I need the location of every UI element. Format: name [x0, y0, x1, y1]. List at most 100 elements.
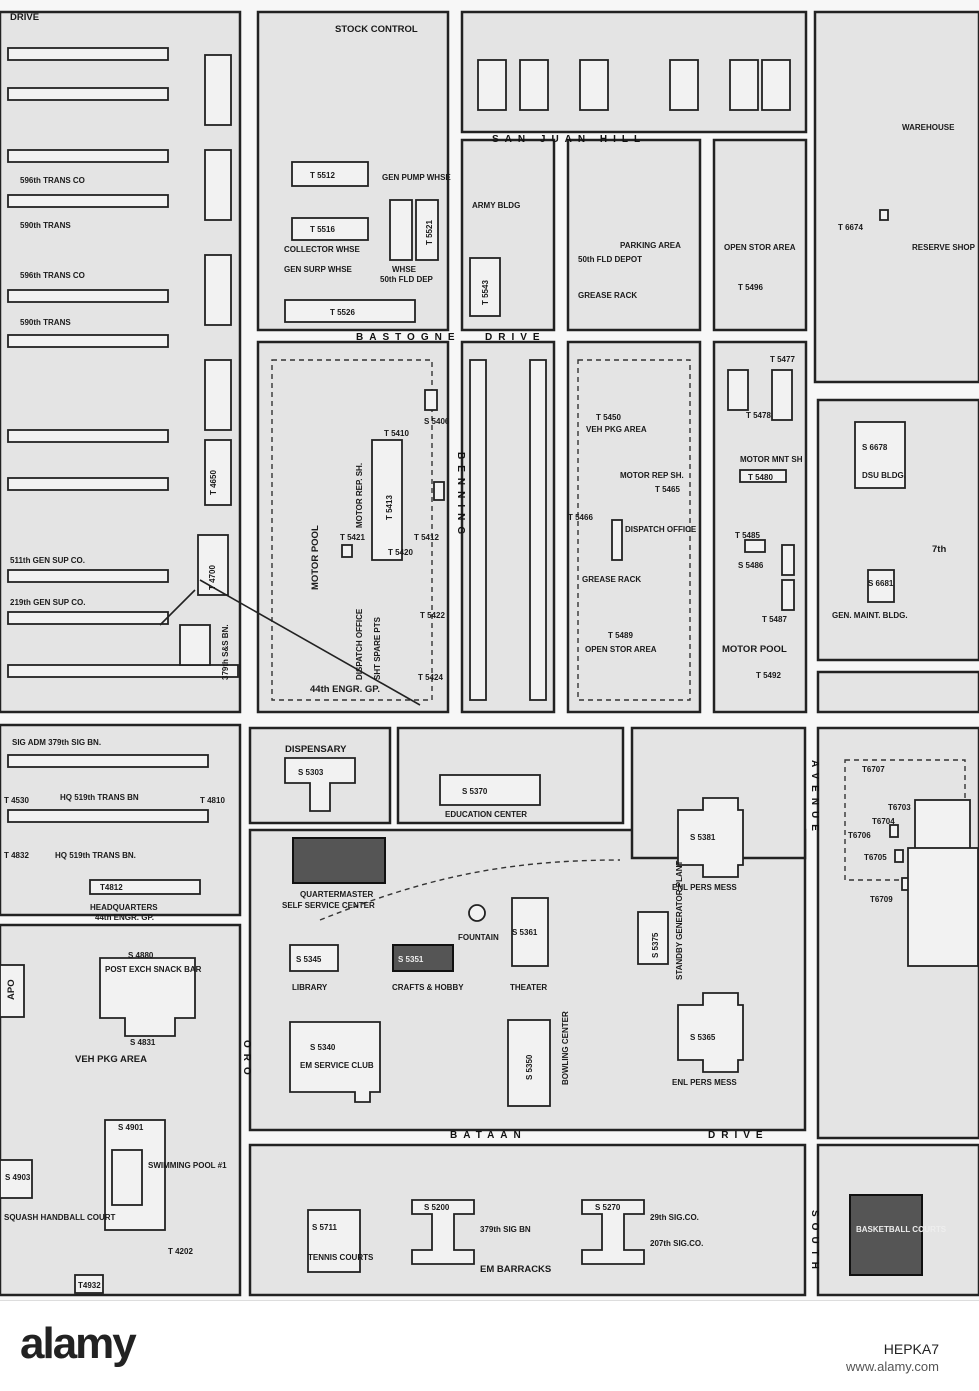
label-dispatch-office-2: DISPATCH OFFICE [625, 525, 697, 534]
road-oro: ORO [241, 1040, 252, 1081]
label-t4832: T 4832 [4, 851, 29, 860]
label-sig-co-29: 29th SIG.CO. [650, 1213, 699, 1222]
bottom-buildings [0, 964, 923, 1294]
label-hq-trans-bn-2: HQ 519th TRANS BN. [55, 851, 136, 860]
label-s5361: S 5361 [512, 928, 538, 937]
label-self-service: SELF SERVICE CENTER [282, 901, 375, 910]
label-t5413: T 5413 [385, 495, 394, 520]
label-ts-bn: 379th S&S BN. [221, 624, 230, 680]
label-t4530: T 4530 [4, 796, 29, 805]
label-t5450: T 5450 [596, 413, 621, 422]
watermark-url: www.alamy.com [846, 1359, 939, 1374]
label-gen-sup-co-219: 219th GEN SUP CO. [10, 598, 85, 607]
label-crafts-hobby: CRAFTS & HOBBY [392, 983, 464, 992]
label-dsu-bldg: DSU BLDG. [862, 471, 906, 480]
diagonal-path [199, 579, 421, 706]
road-avenue-right: AVENUE [809, 760, 820, 837]
label-reserve-shop: RESERVE SHOP [912, 243, 976, 252]
arrow-line [159, 589, 196, 626]
label-enl-pers-mess-2: ENL PERS MESS [672, 1078, 737, 1087]
label-t5521: T 5521 [425, 220, 434, 245]
road-drive-bottom: DRIVE [708, 1130, 769, 1141]
label-em-barracks: EM BARRACKS [480, 1264, 551, 1275]
road-drive-top: DRIVE [10, 12, 39, 23]
label-t5421: T 5421 [340, 533, 365, 542]
label-army-bldg: ARMY BLDG [472, 201, 520, 210]
label-t4812: T4812 [100, 883, 123, 892]
road-south: SOUTH [809, 1210, 820, 1275]
label-squash-court: SQUASH HANDBALL COURT [4, 1213, 116, 1222]
label-t5465: T 5465 [655, 485, 680, 494]
label-t4202: T 4202 [168, 1247, 193, 1256]
label-s5711: S 5711 [312, 1223, 337, 1232]
label-t6709: T6709 [870, 895, 893, 904]
road-apo: APO [6, 979, 17, 1000]
road-benning: BENNING [455, 452, 466, 540]
label-hq-trans-bn-1: HQ 519th TRANS BN [60, 793, 139, 802]
label-t5496: T 5496 [738, 283, 763, 292]
label-rr-590-2: 590th TRANS [20, 318, 71, 327]
label-veh-pkg-top: VEH PKG AREA [586, 425, 647, 434]
label-t5478: T 5478 [746, 411, 771, 420]
label-t4810: T 4810 [200, 796, 225, 805]
label-hq-44th: HEADQUARTERS [90, 903, 158, 912]
label-s5486: S 5486 [738, 561, 764, 570]
label-s5381: S 5381 [690, 833, 716, 842]
label-swimming-pool: SWIMMING POOL #1 [148, 1161, 227, 1170]
block-motor-pool-left [256, 340, 450, 714]
block-parking [566, 138, 702, 332]
label-s6678: S 6678 [862, 443, 888, 452]
label-education-center: EDUCATION CENTER [445, 810, 527, 819]
label-rr-590: 590th TRANS [20, 221, 71, 230]
label-t4700: T 4700 [208, 565, 217, 590]
label-t5477: T 5477 [770, 355, 795, 364]
block-right-mid2 [816, 670, 979, 714]
label-t6704: T6704 [872, 817, 895, 826]
label-rr-596-2: 596th TRANS CO [20, 271, 85, 280]
left-building-rows [7, 47, 239, 895]
label-grease-rack-2: GREASE RACK [582, 575, 641, 584]
label-em-service-club: EM SERVICE CLUB [300, 1061, 374, 1070]
label-t6674: T 6674 [838, 223, 863, 232]
label-t5420: T 5420 [388, 548, 413, 557]
label-t6707: T6707 [862, 765, 885, 774]
lower-buildings [99, 757, 744, 1107]
label-dispensary: DISPENSARY [285, 744, 347, 755]
label-t5466: T 5466 [568, 513, 593, 522]
label-dispatch-office: DISPATCH OFFICE [355, 608, 364, 680]
label-s5365: S 5365 [690, 1033, 716, 1042]
watermark-bar: alamy HEPKA7 www.alamy.com [0, 1300, 979, 1391]
label-warehouse: WAREHOUSE [902, 123, 955, 132]
label-library: LIBRARY [292, 983, 328, 992]
label-s4901: S 4901 [118, 1123, 144, 1132]
label-s5345: S 5345 [296, 955, 322, 964]
label-post-exch: POST EXCH SNACK BAR [105, 965, 202, 974]
label-s5340: S 5340 [310, 1043, 336, 1052]
label-engr-gp: 44th ENGR. GP. [310, 684, 380, 695]
watermark-logo: alamy [20, 1319, 137, 1368]
road-bataan: BATAAN [450, 1130, 527, 1141]
label-t5412: T 5412 [414, 533, 439, 542]
base-map: DRIVE SAN JUAN HILL BASTOGNE DRIVE BATAA… [0, 0, 979, 1300]
road-bastogne: BASTOGNE [356, 332, 461, 343]
label-t5424: T 5424 [418, 673, 443, 682]
label-motor-rep-sh-2: MOTOR REP SH. [620, 471, 684, 480]
label-t4650: T 4650 [209, 470, 218, 495]
label-gen-sup-co-511: 511th GEN SUP CO. [10, 556, 85, 565]
label-s5303: S 5303 [298, 768, 324, 777]
label-t6706: T6706 [848, 831, 871, 840]
label-bowling-center: BOWLING CENTER [561, 1011, 570, 1085]
label-open-stor-mid: OPEN STOR AREA [585, 645, 657, 654]
label-t5410: T 5410 [384, 429, 409, 438]
road-drive-mid: DRIVE [485, 332, 546, 343]
label-s4903: S 4903 [5, 1173, 31, 1182]
watermark-image-id: HEPKA7 [883, 1341, 939, 1357]
label-stock-control: STOCK CONTROL [335, 24, 418, 35]
label-t5526: T 5526 [330, 308, 355, 317]
label-gen-maint-bldg: GEN. MAINT. BLDG. [832, 611, 908, 620]
map-frame: DRIVE SAN JUAN HILL BASTOGNE DRIVE BATAA… [0, 0, 979, 1300]
label-s5200: S 5200 [424, 1203, 450, 1212]
label-theater: THEATER [510, 983, 547, 992]
label-s5375: S 5375 [651, 932, 660, 958]
label-parking-area: PARKING AREA [620, 241, 681, 250]
